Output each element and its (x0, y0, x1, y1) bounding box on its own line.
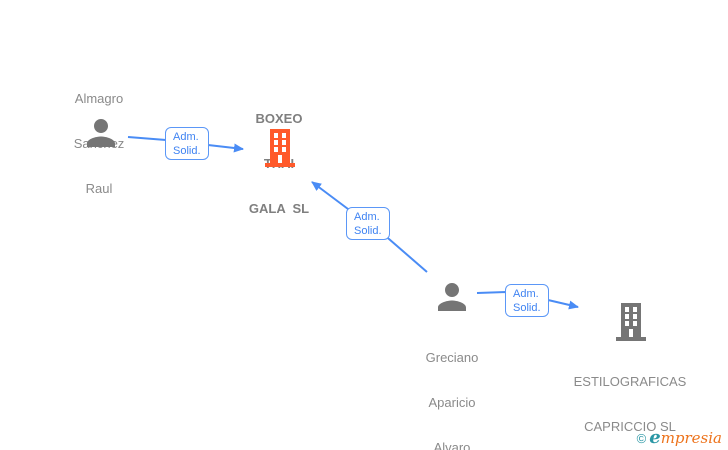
brand-name: mpresia (660, 429, 722, 447)
building-icon[interactable] (264, 129, 296, 167)
edge-label-line: Solid. (173, 145, 201, 157)
label-line: Raul (85, 181, 113, 196)
edge-label-adm-solid: Adm. Solid. (505, 284, 549, 317)
edge-label-line: Adm. (354, 211, 380, 223)
person-icon[interactable] (431, 276, 473, 318)
empresia-watermark: © e mpresia (636, 427, 722, 448)
label-line: Almagro (74, 91, 124, 106)
edge-label-line: Solid. (354, 225, 382, 237)
edge-label-line: Adm. (173, 131, 199, 143)
label-line: ESTILOGRAFICAS (573, 374, 687, 389)
edge-label-line: Adm. (513, 288, 539, 300)
company-name-estilograficas[interactable]: ESTILOGRAFICAS CAPRICCIO SL (549, 344, 711, 450)
label-line: BOXEO (255, 111, 303, 126)
copyright-icon: © (636, 431, 647, 446)
label-line: GALA SL (248, 201, 310, 216)
label-line: Alvaro (433, 440, 471, 450)
building-icon[interactable] (615, 303, 647, 341)
edge-label-adm-solid: Adm. Solid. (346, 207, 390, 240)
label-line: CAPRICCIO SL (584, 419, 676, 434)
edge-label-adm-solid: Adm. Solid. (165, 127, 209, 160)
person-icon[interactable] (80, 112, 122, 154)
brand-initial: e (649, 427, 661, 448)
label-line: Aparicio (428, 395, 476, 410)
edge-label-line: Solid. (513, 302, 541, 314)
label-line: Greciano (425, 350, 479, 365)
person-name-greciano[interactable]: Greciano Aparicio Alvaro (397, 320, 507, 450)
